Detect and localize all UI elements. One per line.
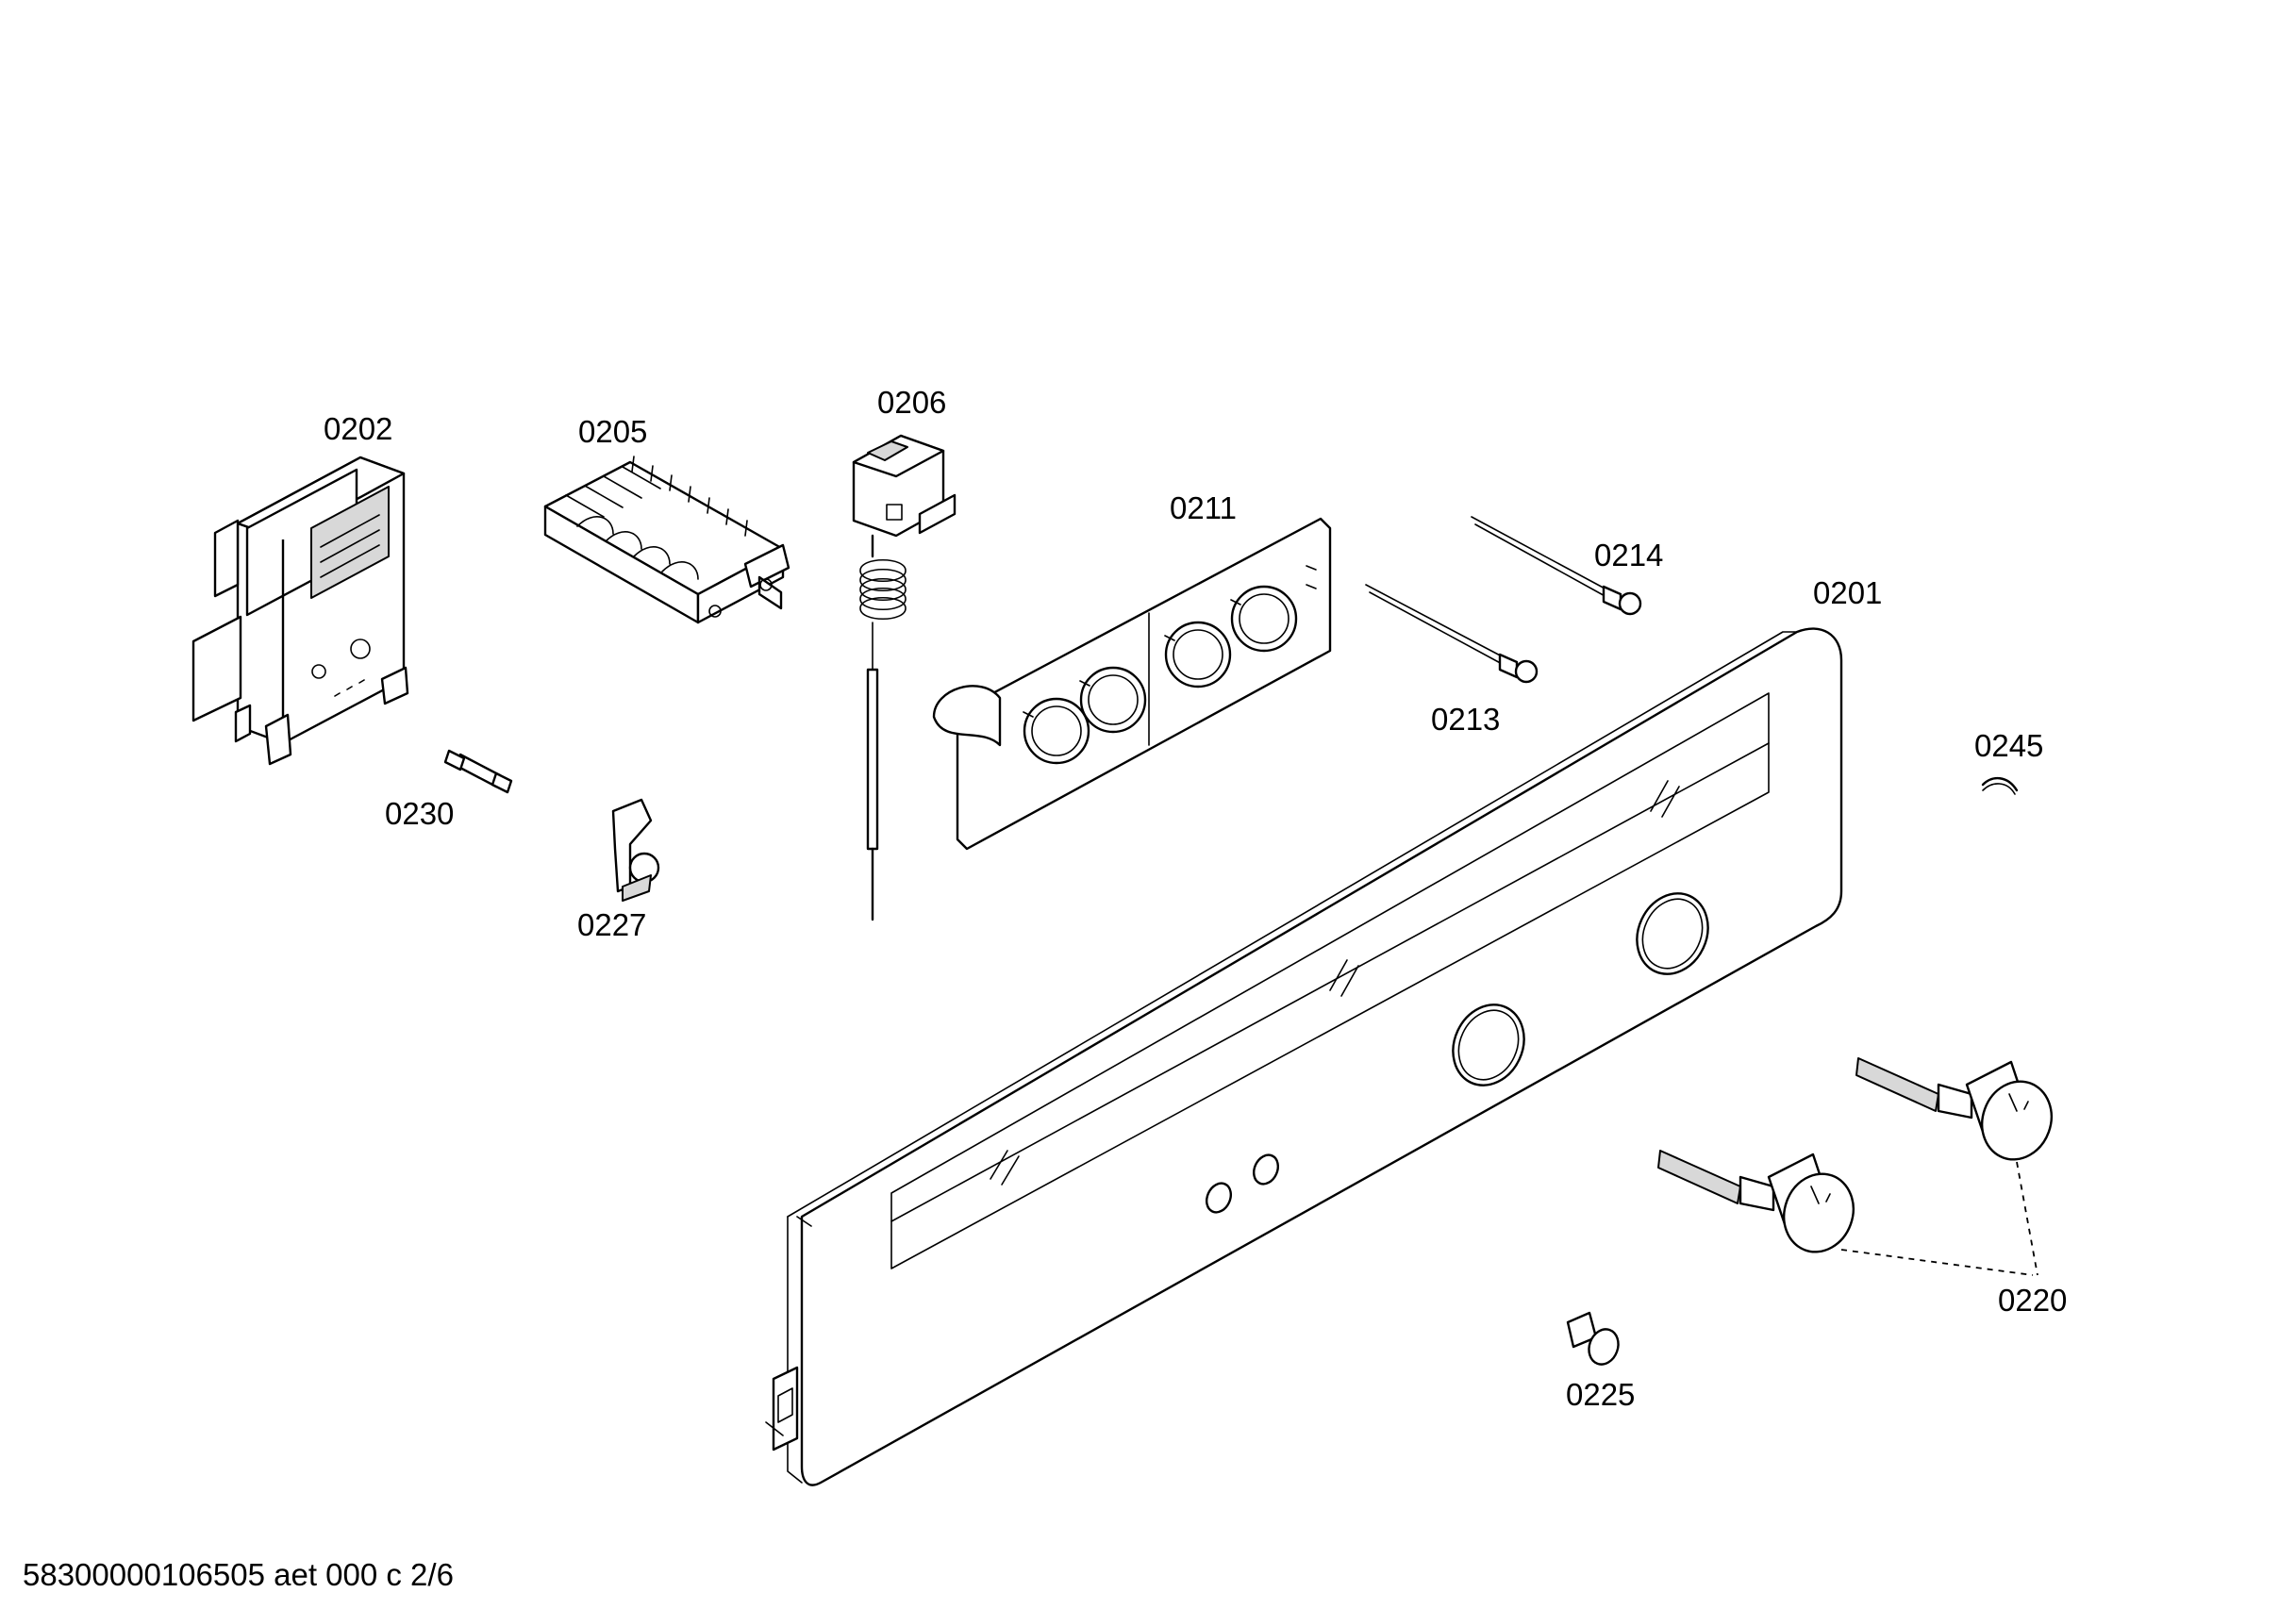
label-0214: 0214 — [1594, 538, 1663, 572]
part-0202-module — [191, 456, 409, 766]
label-0201: 0201 — [1813, 575, 1882, 610]
part-0205-selector-switch — [543, 456, 790, 624]
document-code: 58300000106505 aet 000 c 2/6 — [23, 1557, 454, 1592]
part-0213-indicator-lamp — [1365, 584, 1539, 684]
part-0220-knob-upper — [1855, 1057, 2053, 1161]
part-0214-indicator-lamp — [1471, 516, 1642, 616]
label-0225: 0225 — [1566, 1377, 1635, 1412]
label-0227: 0227 — [577, 907, 646, 942]
label-0202: 0202 — [324, 411, 392, 446]
part-0230-fuse — [443, 749, 513, 794]
part-labels: 0202 0205 0206 0211 0214 0201 0213 0245 … — [324, 385, 2067, 1412]
part-0245-clip — [1981, 777, 2019, 795]
label-0213: 0213 — [1431, 702, 1500, 737]
part-0227-thermal-cutout — [611, 798, 660, 902]
leader-line-0220 — [1840, 1161, 2038, 1276]
label-0206: 0206 — [877, 385, 946, 420]
part-0225-lamp — [1566, 1311, 1620, 1366]
label-0230: 0230 — [385, 796, 454, 831]
label-0211: 0211 — [1170, 490, 1237, 525]
label-0245: 0245 — [1974, 728, 2043, 763]
part-0220-knob-lower — [1657, 1150, 1855, 1253]
label-0220: 0220 — [1998, 1283, 2067, 1318]
label-0205: 0205 — [578, 414, 647, 449]
part-0206-thermostat — [852, 434, 957, 921]
part-0211-knob-bracket — [932, 517, 1332, 851]
part-0201-control-panel — [765, 627, 1843, 1486]
